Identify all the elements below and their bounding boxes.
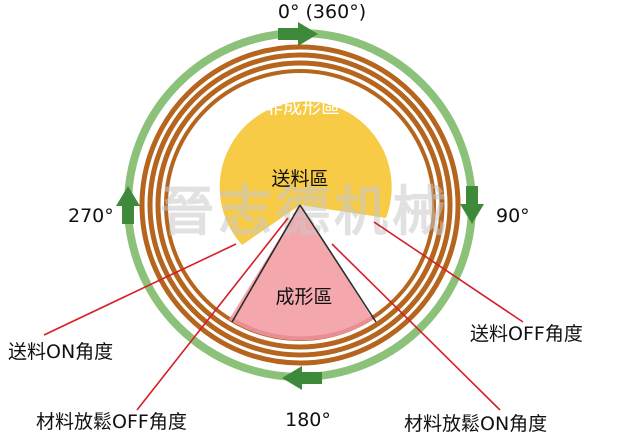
feed-zone-label: 送料區 — [271, 168, 328, 190]
arrow-left-icon — [116, 186, 140, 224]
arrow-bottom-icon — [282, 366, 322, 390]
release-on-angle-label: 材料放鬆ON角度 — [404, 413, 547, 435]
release-on-callout-line — [331, 243, 501, 411]
feed-on-angle-label: 送料ON角度 — [8, 341, 113, 363]
release-off-angle-label: 材料放鬆OFF角度 — [36, 411, 187, 433]
forming-zone-edge — [228, 316, 374, 341]
angle-label-left: 270° — [68, 205, 114, 227]
non-forming-zone-label: 非成形區 — [264, 96, 340, 118]
feed-zone-sector — [219, 101, 392, 245]
arrow-right-icon — [460, 186, 484, 224]
angle-label-top: 0° (360°) — [278, 1, 366, 23]
release-on-indicator — [299, 204, 377, 323]
feed-off-callout-line — [373, 221, 524, 323]
feed-on-callout-line — [43, 243, 237, 336]
angle-label-bottom: 180° — [285, 409, 331, 431]
release-off-indicator — [231, 204, 301, 323]
forming-zone-sector — [230, 205, 372, 339]
brown-ring-1 — [139, 44, 461, 366]
forming-zone-label: 成形區 — [275, 286, 332, 308]
release-off-callout-line — [136, 217, 289, 411]
angle-label-right: 90° — [496, 205, 530, 227]
arrow-top-icon — [278, 22, 318, 46]
brown-ring-2 — [147, 52, 453, 358]
feed-off-angle-label: 送料OFF角度 — [470, 323, 583, 345]
brown-ring-3 — [155, 60, 445, 350]
